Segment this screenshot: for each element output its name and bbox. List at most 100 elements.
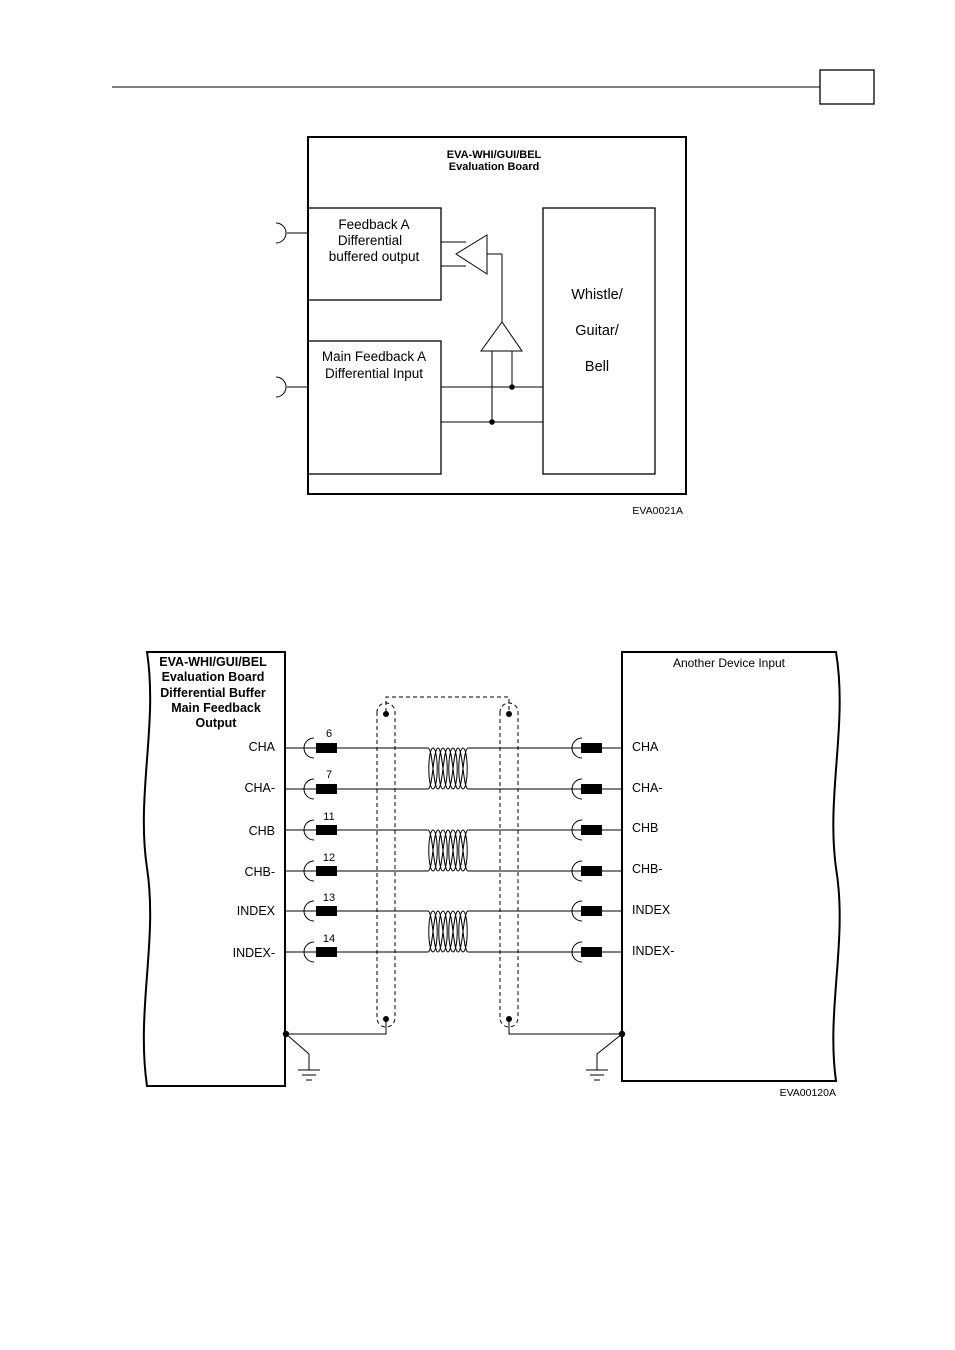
main-feedback-connector-icon bbox=[275, 376, 287, 398]
left-signal-label: CHB bbox=[249, 824, 275, 838]
twist-loop-icon bbox=[428, 910, 438, 953]
twist-loop-icon bbox=[458, 829, 468, 872]
twisted-pair-wire bbox=[427, 910, 469, 953]
shield-drain-top bbox=[385, 696, 510, 712]
twisted-pair-wire bbox=[427, 829, 469, 872]
twisted-pair-wire bbox=[427, 747, 469, 790]
cable-shield-right bbox=[499, 702, 519, 1028]
twist-loop-icon bbox=[438, 747, 448, 790]
connector-pin-icon bbox=[581, 743, 602, 753]
right-title: Another Device Input bbox=[673, 656, 786, 670]
feedback-a-line1: Feedback A bbox=[338, 217, 409, 232]
fig2-code: EVA00120A bbox=[780, 1087, 836, 1099]
pin-number: 14 bbox=[323, 933, 335, 945]
junction-dot bbox=[509, 384, 515, 390]
pin-number: 12 bbox=[323, 852, 335, 864]
connector-pin-icon bbox=[581, 866, 602, 876]
shield-dot bbox=[506, 711, 512, 717]
twisted-pair-wire bbox=[427, 829, 469, 872]
right-shield-ground-wire bbox=[508, 1019, 622, 1035]
left-title-line4: Main Feedback bbox=[171, 701, 261, 715]
feedback-a-line2: Differential bbox=[338, 233, 402, 248]
twist-loop-icon bbox=[438, 910, 448, 953]
right-signal-label: CHB- bbox=[632, 862, 663, 876]
connector-pin-icon bbox=[581, 784, 602, 794]
twist-loop-icon bbox=[448, 747, 458, 790]
connector-pin-icon bbox=[316, 825, 337, 835]
pin-number: 6 bbox=[326, 728, 332, 740]
main-feedback-box bbox=[307, 340, 442, 475]
output-amplifier-icon bbox=[455, 234, 488, 275]
drive-line1: Whistle/ bbox=[571, 287, 624, 303]
shield-dot bbox=[383, 711, 389, 717]
twisted-pair-wire bbox=[427, 747, 469, 790]
figure-2: EVA-WHI/GUI/BEL Evaluation Board Differe… bbox=[142, 651, 841, 1099]
right-signal-label: INDEX bbox=[632, 903, 671, 917]
drive-line2: Guitar/ bbox=[575, 323, 619, 339]
twist-loop-icon bbox=[448, 910, 458, 953]
connector-pin-icon bbox=[581, 947, 602, 957]
connector-socket-icon bbox=[303, 860, 315, 882]
left-title-line3: Differential Buffer bbox=[160, 686, 266, 700]
fig1-title-line2: Evaluation Board bbox=[449, 161, 539, 173]
left-title-line1: EVA-WHI/GUI/BEL bbox=[159, 655, 267, 669]
cable-shield-left bbox=[376, 702, 396, 1028]
connector-pin-icon bbox=[581, 906, 602, 916]
right-signal-label: INDEX- bbox=[632, 944, 674, 958]
connector-pin-icon bbox=[316, 743, 337, 753]
pin-number: 13 bbox=[323, 892, 335, 904]
fig1-board-outline bbox=[307, 136, 687, 495]
twist-loop-icon bbox=[438, 829, 448, 872]
twist-loop-icon bbox=[458, 910, 468, 953]
right-device-outline bbox=[621, 651, 841, 1082]
ground-icon bbox=[298, 1069, 320, 1081]
twisted-pair-wire bbox=[427, 910, 469, 953]
junction-dot bbox=[489, 419, 495, 425]
figure-1: EVA-WHI/GUI/BEL Evaluation Board Feedbac… bbox=[275, 136, 687, 517]
drive-box bbox=[542, 207, 656, 475]
twist-loop-icon bbox=[428, 747, 438, 790]
signal-wires bbox=[285, 737, 622, 963]
left-signal-label: INDEX- bbox=[233, 946, 275, 960]
left-shield-ground-wire bbox=[285, 1019, 387, 1035]
left-signal-label: CHB- bbox=[244, 865, 275, 879]
left-title-line5: Output bbox=[196, 716, 238, 730]
connector-pin-icon bbox=[316, 906, 337, 916]
connector-socket-icon bbox=[303, 941, 315, 963]
connector-socket-icon bbox=[303, 900, 315, 922]
connector-pin-icon bbox=[316, 784, 337, 794]
main-feedback-line2: Differential Input bbox=[325, 366, 423, 381]
connector-pin-icon bbox=[316, 947, 337, 957]
twist-loop-icon bbox=[458, 747, 468, 790]
left-board-outline bbox=[142, 651, 286, 1087]
right-signal-label: CHA- bbox=[632, 781, 663, 795]
connector-pin-icon bbox=[581, 825, 602, 835]
connector-socket-icon bbox=[303, 737, 315, 759]
left-signal-label: CHA- bbox=[244, 781, 275, 795]
left-signal-label: CHA bbox=[249, 740, 276, 754]
left-signal-label: INDEX bbox=[237, 904, 276, 918]
connector-socket-icon bbox=[303, 819, 315, 841]
feedback-a-line3: buffered output bbox=[329, 249, 420, 264]
feedback-a-connector-icon bbox=[275, 222, 287, 244]
right-ground-lead bbox=[596, 1033, 623, 1070]
drive-line3: Bell bbox=[585, 359, 609, 375]
feedback-a-box bbox=[307, 207, 442, 301]
connector-socket-icon bbox=[303, 778, 315, 800]
pin-number: 11 bbox=[323, 811, 334, 823]
buffer-amplifier-icon bbox=[480, 321, 523, 352]
left-ground-lead bbox=[285, 1033, 310, 1070]
page-number-box bbox=[819, 69, 875, 105]
fig1-code: EVA0021A bbox=[632, 505, 683, 517]
twist-loop-icon bbox=[428, 829, 438, 872]
pin-number: 7 bbox=[326, 769, 332, 781]
main-feedback-line1: Main Feedback A bbox=[322, 349, 426, 364]
connector-pin-icon bbox=[316, 866, 337, 876]
left-title-line2: Evaluation Board bbox=[162, 670, 265, 684]
right-signal-label: CHA bbox=[632, 740, 659, 754]
twist-loop-icon bbox=[448, 829, 458, 872]
right-signal-label: CHB bbox=[632, 821, 658, 835]
fig1-title-line1: EVA-WHI/GUI/BEL bbox=[447, 149, 542, 161]
ground-icon bbox=[586, 1069, 608, 1081]
